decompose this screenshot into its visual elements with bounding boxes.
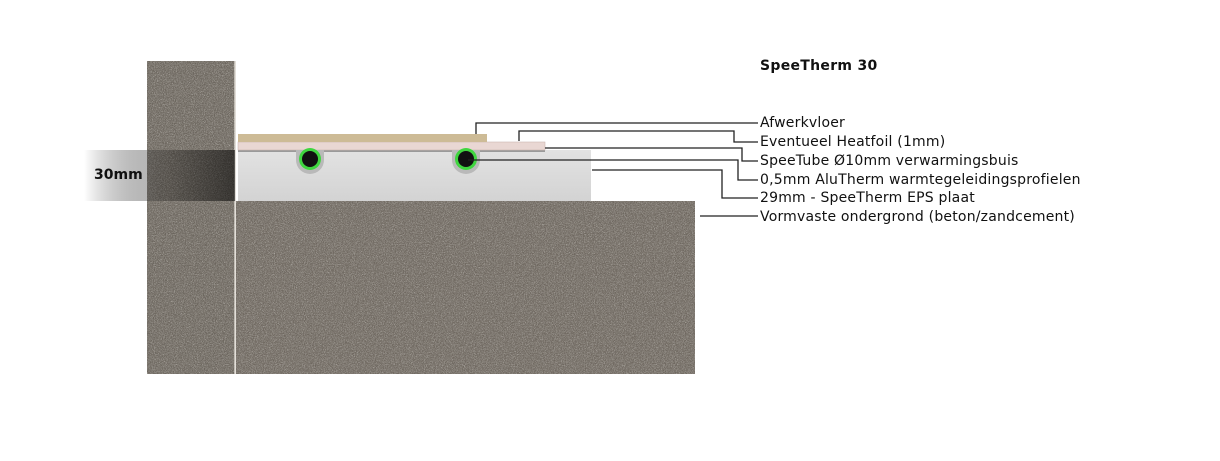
label-heatfoil: Eventueel Heatfoil (1mm) [760,134,946,150]
heatfoil-layer [238,142,545,150]
finish-floor [238,134,487,142]
label-finish-floor: Afwerkvloer [760,115,845,131]
thickness-label: 30mm [94,167,143,183]
label-speetube: SpeeTube Ø10mm verwarmingsbuis [760,153,1019,169]
label-subfloor: Vormvaste ondergrond (beton/zandcement) [760,209,1075,225]
label-alutherm: 0,5mm AluTherm warmtegeleidingsprofielen [760,172,1081,188]
eps-plate [238,150,591,201]
subfloor-slab [236,201,695,374]
tube-left [296,148,324,174]
wall [147,61,236,374]
leader-lines [468,122,758,217]
label-eps-plate: 29mm - SpeeTherm EPS plaat [760,190,975,206]
tube-right [452,148,480,174]
diagram-title: SpeeTherm 30 [760,58,878,74]
thickness-band [84,150,235,201]
